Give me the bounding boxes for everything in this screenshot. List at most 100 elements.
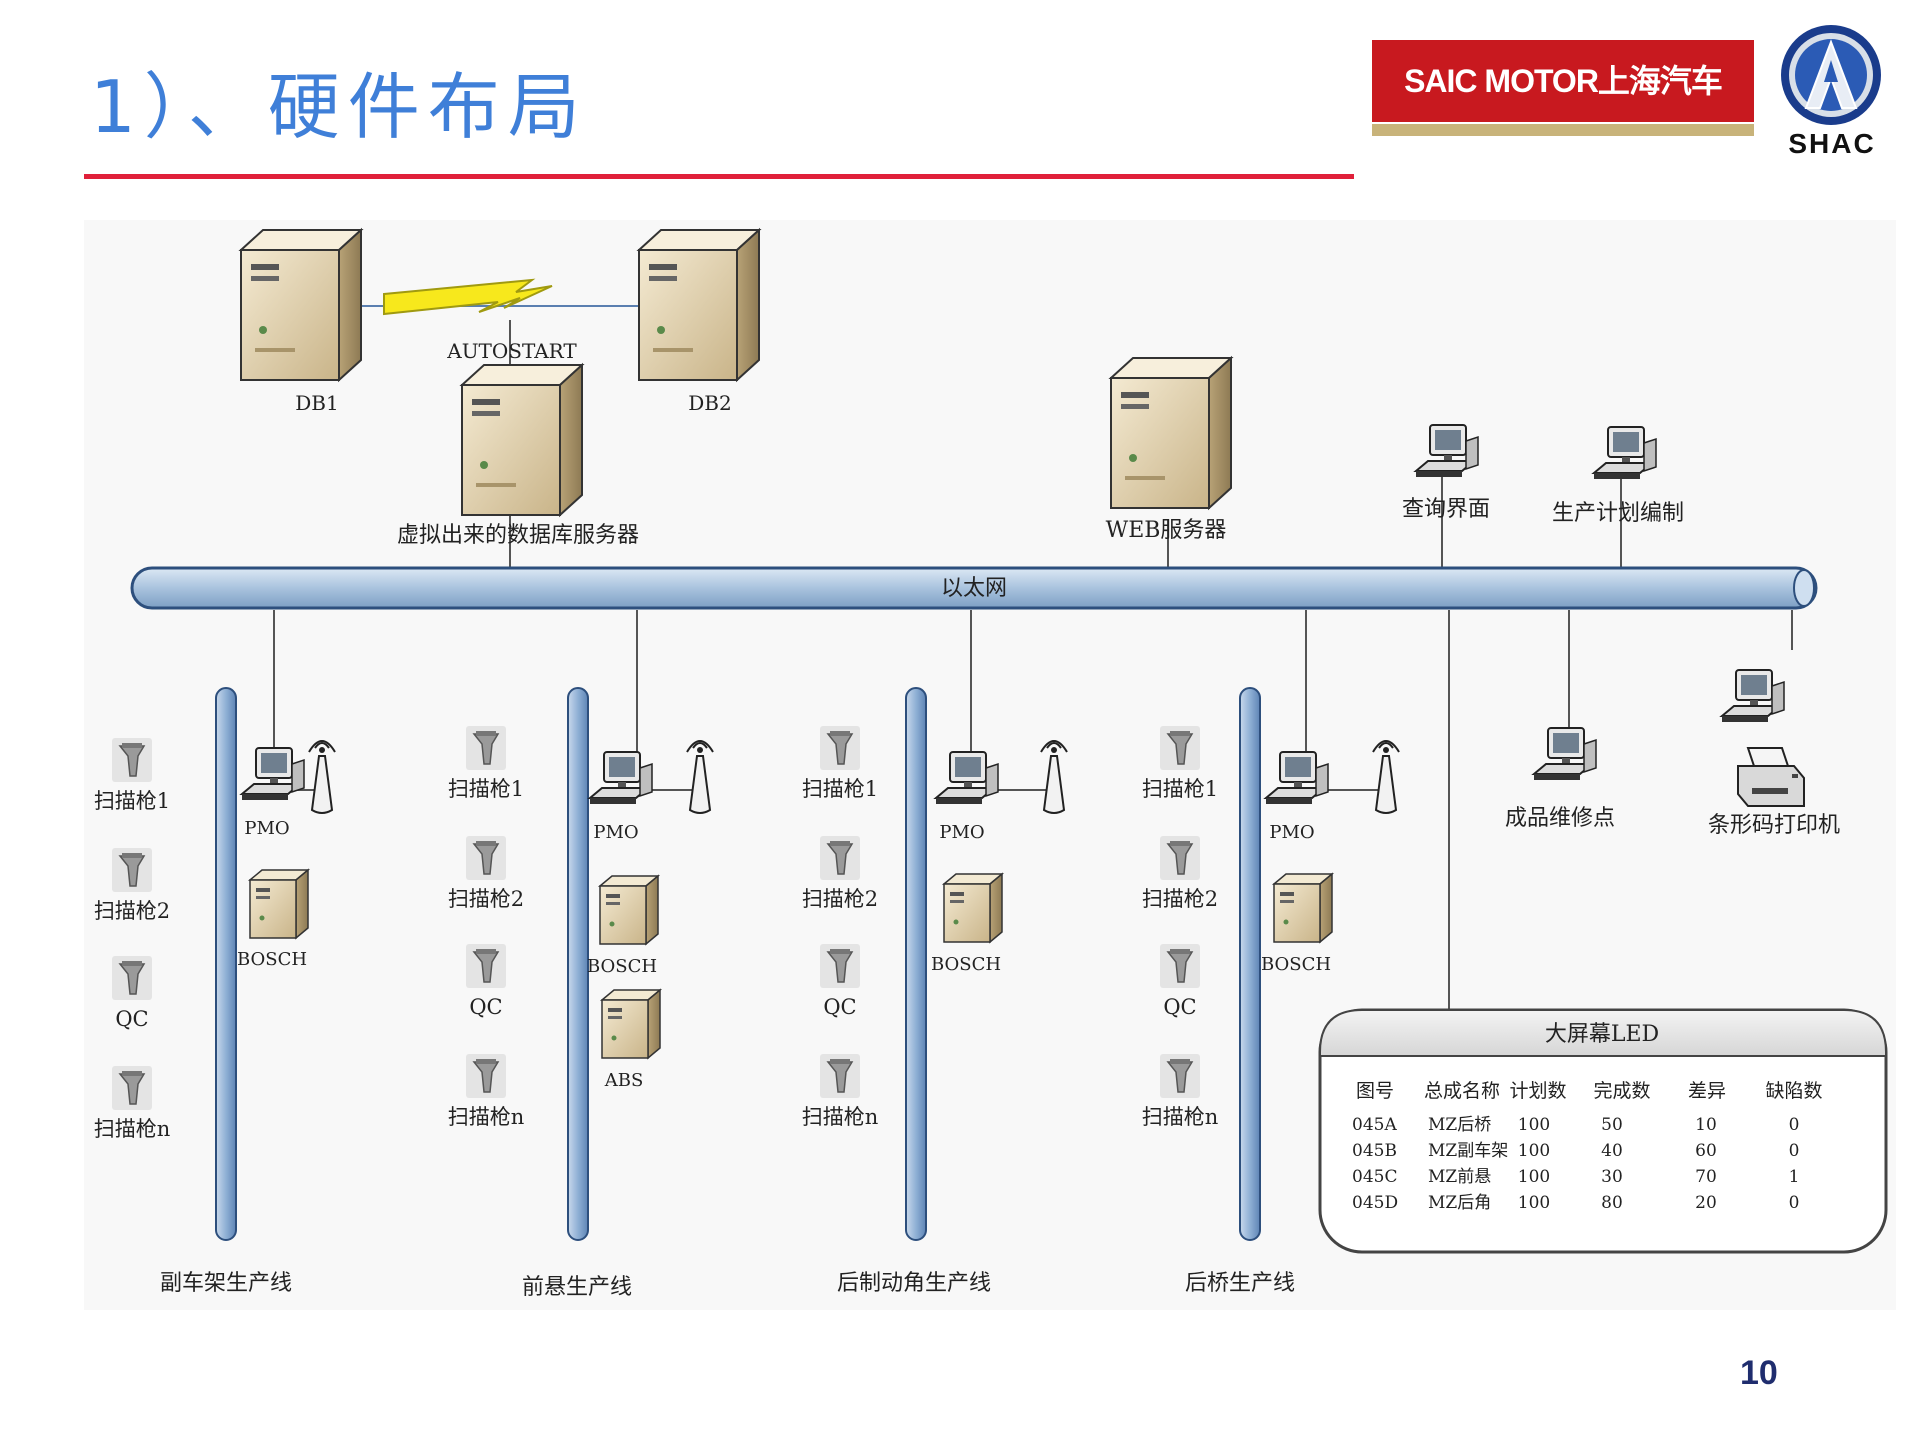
slide-title: 1）、硬件布局 — [90, 65, 588, 149]
led-cell: 50 — [1601, 1115, 1623, 1135]
production-line-3: 扫描枪1 扫描枪2 QC 扫描枪n PMO BOSCH 后制动角生产线 — [802, 687, 1068, 1296]
scanner-icon — [465, 725, 507, 771]
scanner-label: 扫描枪1 — [1142, 777, 1218, 801]
abs-device-icon — [601, 989, 661, 1059]
scanner-icon — [111, 737, 153, 783]
led-cell: 100 — [1518, 1167, 1550, 1187]
scanner-label: 扫描枪2 — [1142, 887, 1218, 911]
led-cell: 80 — [1601, 1193, 1623, 1213]
scanner-label: 扫描枪2 — [94, 899, 170, 923]
scanner-label: 扫描枪n — [448, 1105, 525, 1129]
db2-server-icon — [638, 229, 760, 381]
barcode-pc-icon — [1721, 669, 1785, 723]
led-cell: 40 — [1601, 1141, 1623, 1161]
led-header: 差异 — [1688, 1080, 1726, 1102]
abs-label: ABS — [604, 1070, 644, 1091]
qc-label: QC — [115, 1007, 148, 1031]
led-header: 缺陷数 — [1765, 1080, 1822, 1102]
pmo-label: PMO — [244, 818, 289, 839]
led-cell: 0 — [1789, 1141, 1800, 1161]
led-cell: 100 — [1518, 1193, 1550, 1213]
scanner-icon — [111, 847, 153, 893]
line-name: 后桥生产线 — [1185, 1271, 1295, 1296]
antenna-icon — [686, 740, 714, 814]
led-cell: MZ后角 — [1428, 1193, 1491, 1213]
autostart-label: AUTOSTART — [446, 339, 577, 363]
scanner-label: 扫描枪1 — [802, 777, 878, 801]
ethernet-label: 以太网 — [941, 576, 1007, 601]
lightning-icon — [383, 278, 553, 316]
scanner-icon — [465, 943, 507, 989]
antenna-icon — [1372, 740, 1400, 814]
qc-label: QC — [1163, 995, 1196, 1019]
repair-pc-icon — [1533, 727, 1597, 781]
scanner-icon — [819, 943, 861, 989]
scanner-label: 扫描枪n — [1142, 1105, 1219, 1129]
bosch-device-icon — [1273, 873, 1333, 943]
virtual-db-server-icon — [461, 364, 583, 516]
page-number: 10 — [1740, 1354, 1778, 1392]
bosch-device-icon — [943, 873, 1003, 943]
scanner-icon — [819, 835, 861, 881]
line-name: 前悬生产线 — [522, 1275, 632, 1300]
logo-text: SHAC — [1788, 128, 1876, 159]
production-line-1: 扫描枪1 扫描枪2 QC 扫描枪n PMO BOSCH 副车架生产线 — [94, 687, 336, 1296]
led-cell: MZ前悬 — [1428, 1167, 1491, 1187]
led-cell: MZ后桥 — [1428, 1115, 1491, 1135]
led-cell: 0 — [1789, 1115, 1800, 1135]
shac-logo-icon — [1781, 25, 1881, 125]
bosch-label: BOSCH — [1261, 954, 1331, 975]
query-label: 查询界面 — [1402, 497, 1490, 522]
led-header: 完成数 — [1593, 1080, 1650, 1102]
pmo-pc-icon — [935, 751, 999, 805]
line-rail — [567, 687, 589, 1241]
led-cell: 045C — [1352, 1167, 1397, 1187]
pmo-pc-icon — [589, 751, 653, 805]
led-cell: 20 — [1695, 1193, 1717, 1213]
scanner-icon — [819, 1053, 861, 1099]
scanner-icon — [819, 725, 861, 771]
bosch-label: BOSCH — [237, 949, 307, 970]
led-board: 大屏幕LED 图号 总成名称 计划数 完成数 差异 缺陷数 045A MZ后桥 … — [1318, 1008, 1888, 1254]
led-header: 计划数 — [1509, 1080, 1566, 1102]
scanner-icon — [111, 1065, 153, 1111]
led-cell: 10 — [1695, 1115, 1717, 1135]
led-table-row: 045C MZ前悬 100 30 70 1 — [1352, 1167, 1799, 1187]
bosch-device-icon — [599, 875, 659, 945]
qc-label: QC — [469, 995, 502, 1019]
led-cell: 100 — [1518, 1115, 1550, 1135]
bosch-label: BOSCH — [931, 954, 1001, 975]
line-rail — [215, 687, 237, 1241]
line-rail — [1239, 687, 1261, 1241]
antenna-icon — [308, 740, 336, 814]
printer-icon — [1737, 747, 1805, 807]
scanner-label: 扫描枪1 — [448, 777, 524, 801]
web-server-icon — [1110, 357, 1232, 509]
scanner-icon — [1159, 725, 1201, 771]
barcode-printer-label: 条形码打印机 — [1708, 813, 1840, 838]
led-cell: 100 — [1518, 1141, 1550, 1161]
scanner-label: 扫描枪2 — [802, 887, 878, 911]
led-table-row: 045D MZ后角 100 80 20 0 — [1352, 1193, 1799, 1213]
scanner-icon — [465, 835, 507, 881]
scanner-label: 扫描枪n — [802, 1105, 879, 1129]
antenna-icon — [1040, 740, 1068, 814]
led-cell: 1 — [1789, 1167, 1800, 1187]
line-name: 后制动角生产线 — [837, 1271, 991, 1296]
led-cell: 045A — [1352, 1115, 1397, 1135]
led-table-row: 045B MZ副车架 100 40 60 0 — [1352, 1141, 1799, 1161]
production-line-4: 扫描枪1 扫描枪2 QC 扫描枪n PMO BOSCH 后桥生产线 — [1142, 687, 1400, 1296]
pmo-label: PMO — [939, 822, 984, 843]
scanner-icon — [1159, 835, 1201, 881]
db2-label: DB2 — [688, 391, 731, 415]
brand-banner: SAIC MOTOR上海汽车 — [1372, 40, 1754, 122]
brand-name: SAIC MOTOR上海汽车 — [1404, 63, 1723, 99]
pmo-pc-icon — [241, 747, 305, 801]
title-rule — [84, 174, 1354, 179]
scanner-icon — [1159, 1053, 1201, 1099]
web-server-label: WEB服务器 — [1106, 518, 1227, 543]
bosch-device-icon — [249, 869, 309, 939]
bosch-label: BOSCH — [587, 956, 657, 977]
scanner-icon — [465, 1053, 507, 1099]
scanner-label: 扫描枪2 — [448, 887, 524, 911]
